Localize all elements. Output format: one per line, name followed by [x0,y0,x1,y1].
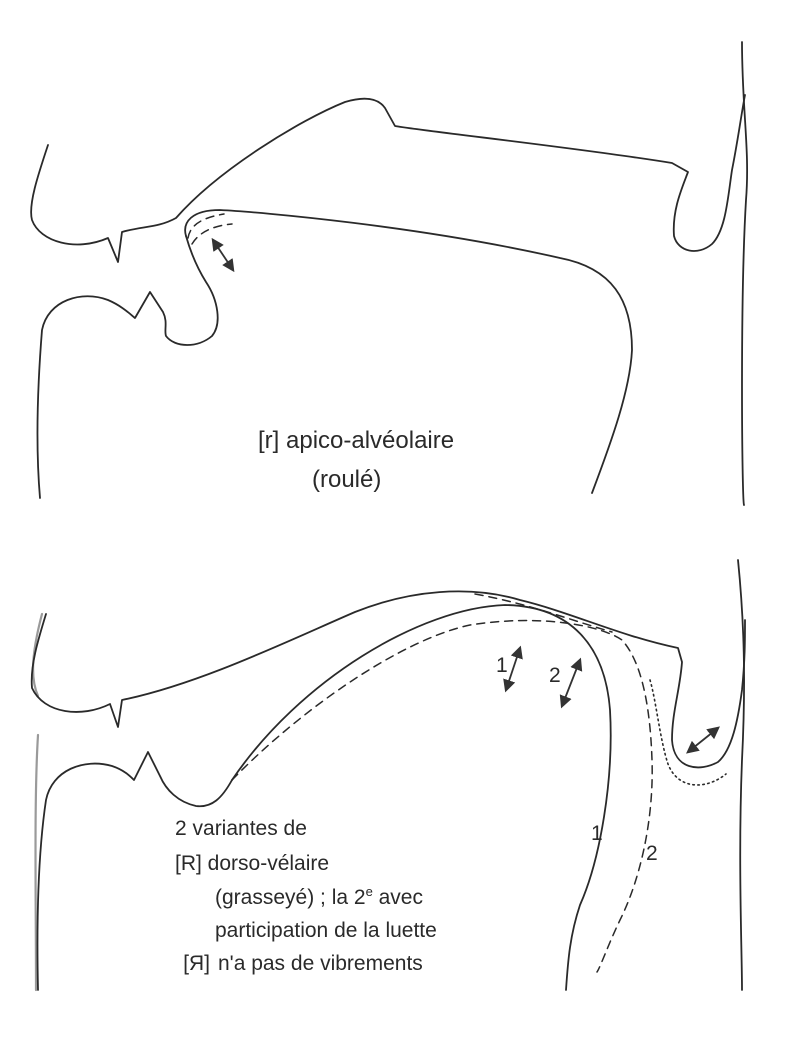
bottom-caption-line-3-main: (grasseyé) ; la 2 [215,886,366,909]
lower-lip-outline [37,236,217,498]
double-headed-arrow-icon [688,728,718,752]
upper-vocal-tract-outline-2 [32,591,745,767]
variant-label-1-curve: 1 [591,822,603,845]
uvula-dotted [650,680,726,785]
bottom-caption-line-5: n'a pas de vibrements [218,952,423,975]
bottom-caption-line-3: (grasseyé) ; la 2e avec [215,884,423,909]
upper-vocal-tract-outline [31,95,745,262]
double-headed-arrow-icon [506,648,520,690]
variant-label-2-curve: 2 [646,842,658,865]
bottom-caption-line-1: 2 variantes de [175,817,307,840]
bottom-caption-line-3-end: avec [373,886,423,909]
tongue-apex-alternate [188,214,232,244]
bottom-caption-line-2: [R] dorso-vélaire [175,852,329,875]
top-caption-line-2: (roulé) [312,466,381,493]
pharynx-wall-2 [738,560,744,990]
inverted-r-symbol: [R] [183,952,210,975]
double-headed-arrow-icon [213,240,233,270]
double-headed-arrow-icon [562,660,580,706]
bottom-caption-line-4: participation de la luette [215,919,437,942]
top-caption-line-1: [r] apico-alvéolaire [258,427,454,454]
variant-label-1-arrow: 1 [496,654,508,677]
superscript-e: e [366,884,373,899]
velum-dashed [475,594,612,632]
variant-label-2-arrow: 2 [549,664,561,687]
